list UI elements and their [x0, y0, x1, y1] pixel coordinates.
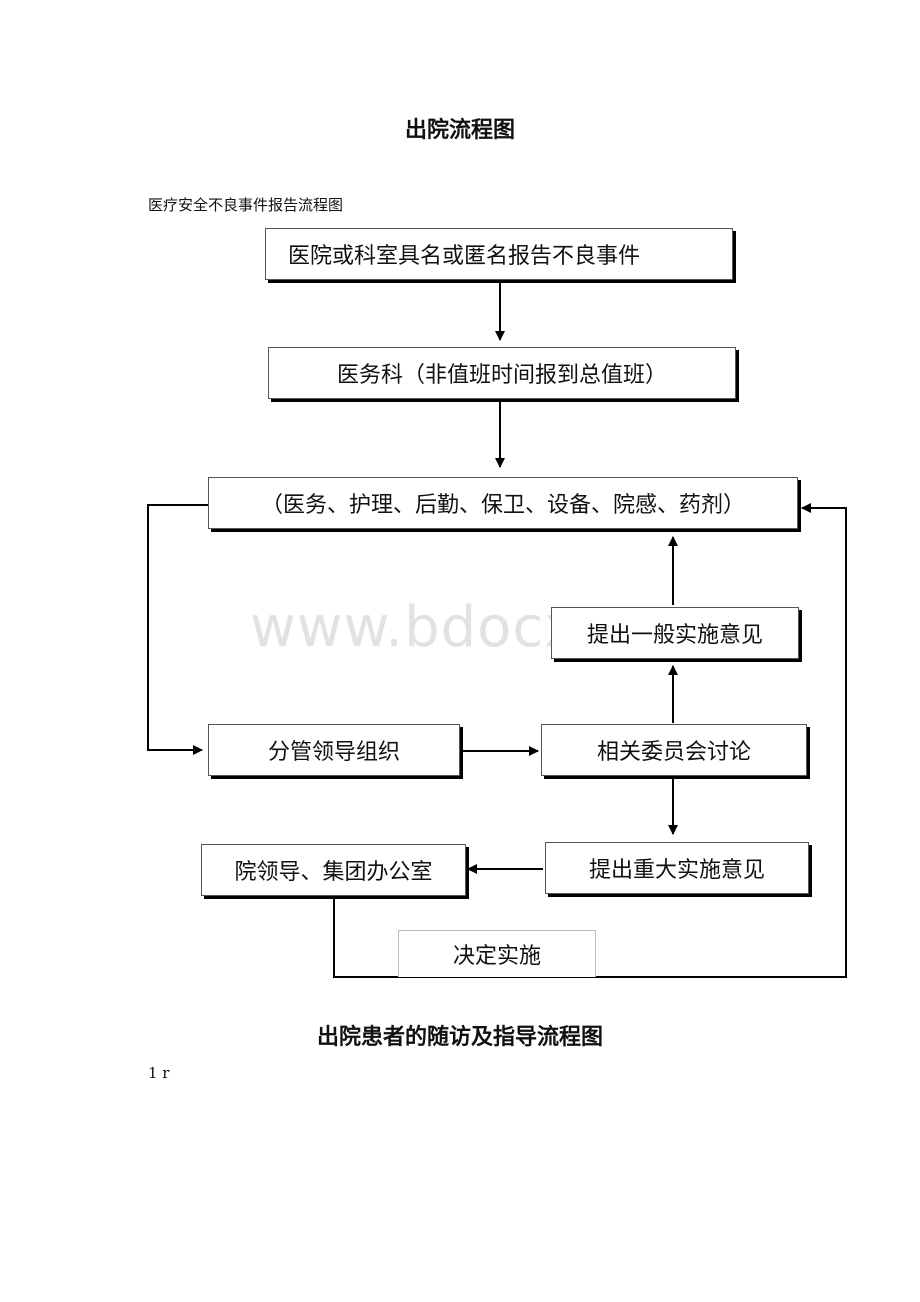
box-hospital-leaders: 院领导、集团办公室 [201, 844, 466, 896]
box-general-opinion-label: 提出一般实施意见 [586, 623, 763, 648]
box-committee-label: 相关委员会讨论 [596, 740, 751, 765]
box-leader-organize: 分管领导组织 [208, 724, 460, 776]
arrow-decide-to-departments [333, 503, 847, 978]
box-major-opinion-label: 提出重大实施意见 [588, 858, 765, 883]
box-major-opinion: 提出重大实施意见 [545, 842, 809, 894]
box-committee: 相关委员会讨论 [541, 724, 807, 776]
box-decide-implement-label: 决定实施 [452, 944, 541, 969]
box-departments-label: （医务、护理、后勤、保卫、设备、院感、药剂） [260, 493, 745, 518]
section-title: 出院患者的随访及指导流程图 [316, 1024, 603, 1050]
box-departments: （医务、护理、后勤、保卫、设备、院感、药剂） [208, 477, 798, 529]
box-decide-implement: 决定实施 [398, 930, 596, 977]
flowchart-caption: 医疗安全不良事件报告流程图 [148, 196, 344, 214]
document-title: 出院流程图 [404, 117, 515, 143]
box-report-event-label: 医院或科室具名或匿名报告不良事件 [288, 244, 641, 269]
box-general-opinion: 提出一般实施意见 [551, 607, 799, 659]
box-leader-organize-label: 分管领导组织 [267, 740, 400, 765]
box-report-event: 医院或科室具名或匿名报告不良事件 [265, 228, 733, 280]
arrow-departments-to-leader [147, 504, 208, 755]
trailing-text: 1 r [148, 1064, 170, 1082]
box-medical-affairs: 医务科（非值班时间报到总值班） [268, 347, 736, 399]
box-hospital-leaders-label: 院领导、集团办公室 [234, 860, 433, 885]
box-medical-affairs-label: 医务科（非值班时间报到总值班） [336, 363, 667, 388]
